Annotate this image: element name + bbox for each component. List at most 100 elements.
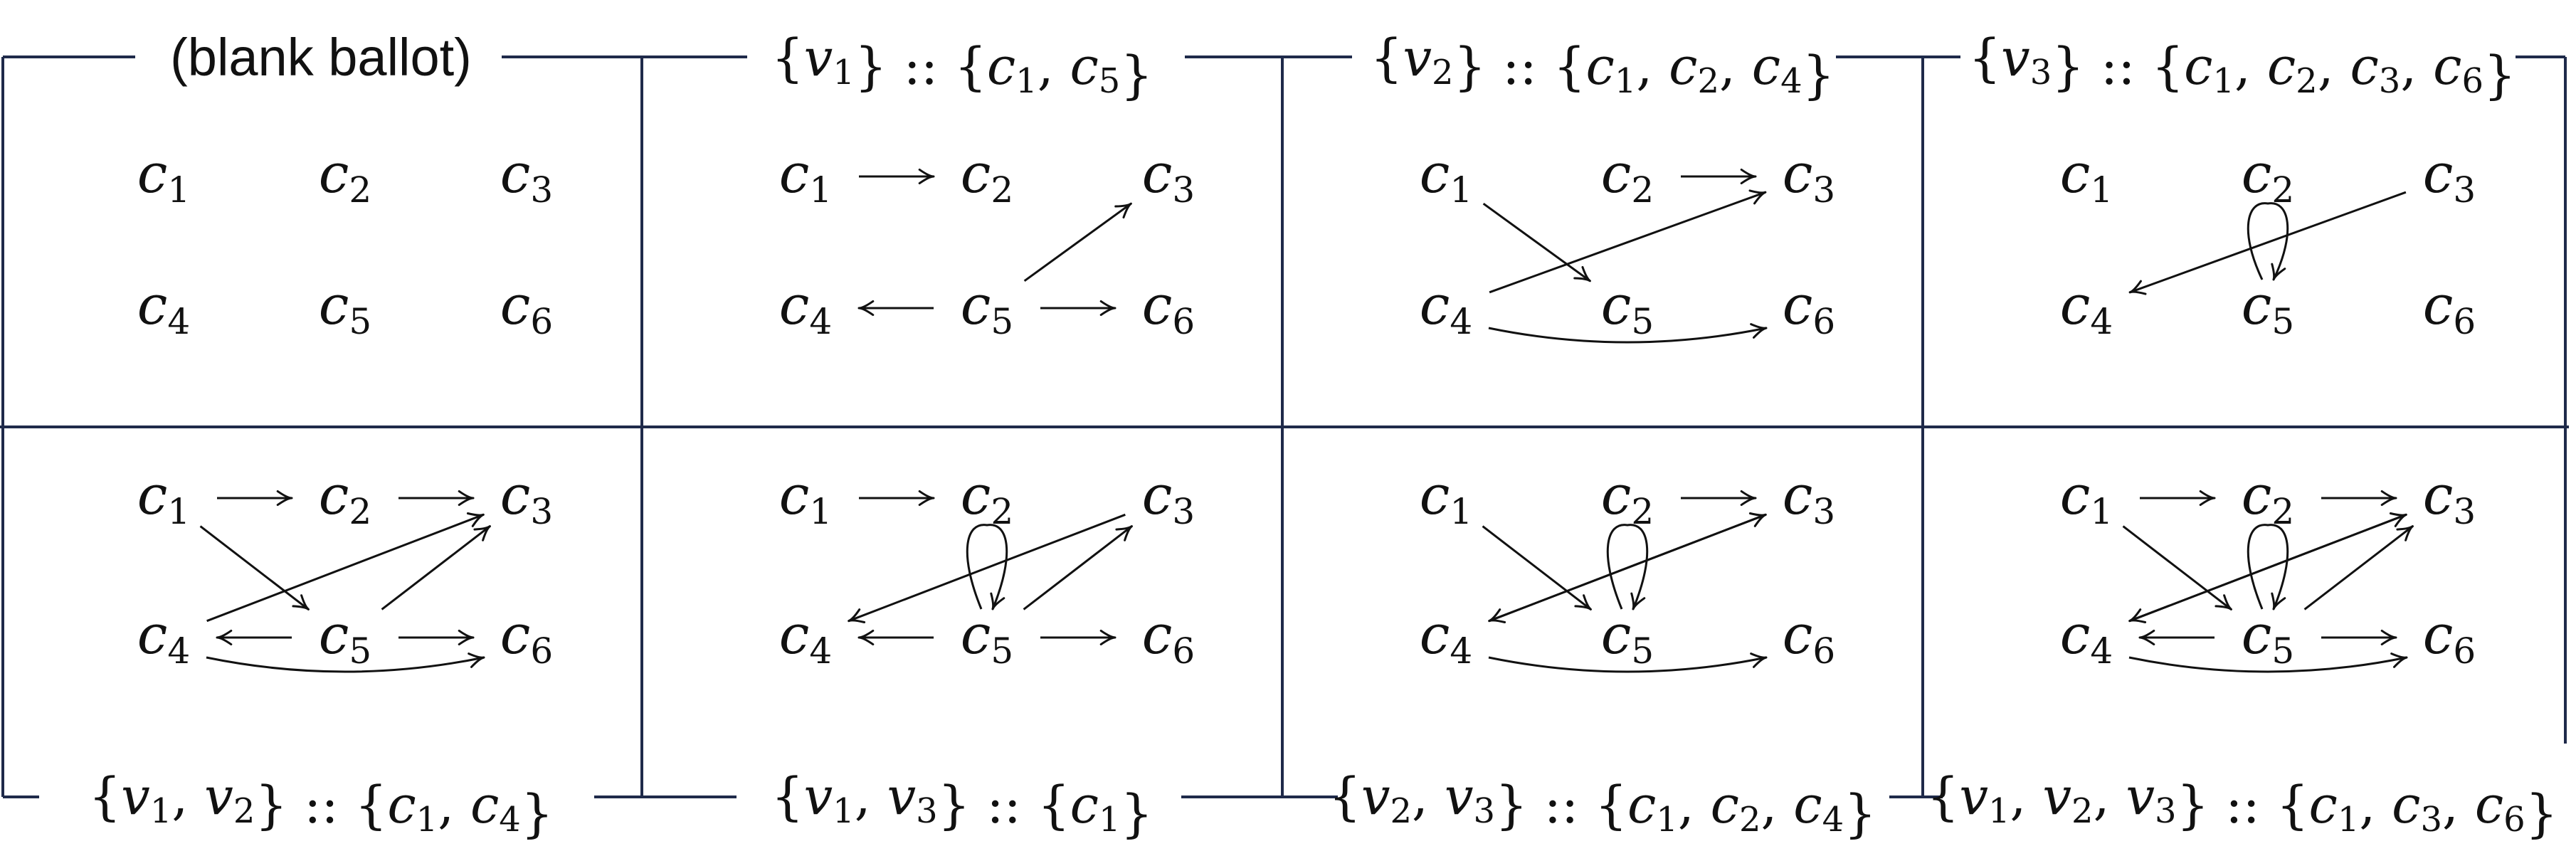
arrowhead xyxy=(2128,608,2147,624)
panel-p1: (blank ballot) c1 c2 c3 c4 c5 c6 xyxy=(137,28,553,342)
arrowhead xyxy=(1750,652,1768,668)
node-c5: c5 xyxy=(1601,603,1654,672)
panel-title: {v3} :: {c1, c2, c3, c6} xyxy=(1968,28,2516,105)
panel-title: {v2, v3} :: {c1, c2, c4} xyxy=(1329,766,1876,843)
node-c5: c5 xyxy=(319,273,371,342)
arrowhead xyxy=(2215,594,2232,610)
arrowhead xyxy=(1115,525,1133,541)
arrowhead xyxy=(1114,202,1132,219)
arrowhead xyxy=(1574,594,1592,610)
node-c4: c4 xyxy=(137,603,190,672)
node-c1: c1 xyxy=(137,142,190,211)
arrowhead xyxy=(276,490,293,507)
edge-c5-c3 xyxy=(1023,525,1133,610)
arrowhead xyxy=(1099,300,1117,317)
panel-title: (blank ballot) xyxy=(170,28,472,87)
arrowhead xyxy=(458,629,475,646)
node-c3: c3 xyxy=(1142,463,1195,532)
node-c1: c1 xyxy=(779,142,832,211)
node-c3: c3 xyxy=(1783,463,1835,532)
arrowhead xyxy=(857,629,875,646)
arrowhead xyxy=(2380,629,2397,646)
node-c6: c6 xyxy=(2423,603,2476,672)
arrowhead xyxy=(848,608,866,624)
node-c4: c4 xyxy=(137,273,190,342)
node-c1: c1 xyxy=(137,463,190,532)
arrowhead xyxy=(1750,323,1768,339)
edge-c4-c6-curve xyxy=(1488,656,1767,673)
node-c6: c6 xyxy=(1142,273,1195,342)
node-c2: c2 xyxy=(1601,463,1654,532)
edge-c1-c5 xyxy=(2122,525,2232,610)
arrowhead xyxy=(216,629,233,646)
edge-c4-c3 xyxy=(206,513,484,623)
arrowhead xyxy=(1573,265,1591,282)
edge-c2-c5-loop xyxy=(2247,202,2289,280)
arrowhead xyxy=(2138,629,2155,646)
edge-c2-c5-loop xyxy=(1606,524,1649,610)
edge-c5-c3 xyxy=(381,525,491,610)
edge-c4-c6-curve xyxy=(2128,656,2407,673)
panel-title: {v1, v3} :: {c1} xyxy=(771,766,1154,843)
node-c1: c1 xyxy=(2060,463,2113,532)
arrowhead xyxy=(2396,525,2414,541)
arrowhead xyxy=(2271,263,2286,281)
node-c2: c2 xyxy=(961,463,1013,532)
edge-c1-c5 xyxy=(1482,525,1592,610)
node-c3: c3 xyxy=(500,142,553,211)
arrowhead xyxy=(468,652,485,668)
node-c4: c4 xyxy=(1420,603,1472,672)
arrowhead xyxy=(458,490,475,507)
node-c5: c5 xyxy=(961,273,1013,342)
edge-c2-c5-loop xyxy=(966,524,1008,610)
arrowhead xyxy=(2390,652,2408,668)
node-c6: c6 xyxy=(2423,273,2476,342)
edge-c4-c3 xyxy=(1489,191,1766,294)
arrowhead xyxy=(1099,629,1117,646)
arrowhead xyxy=(1740,490,1757,507)
node-c5: c5 xyxy=(319,603,371,672)
node-c3: c3 xyxy=(1783,142,1835,211)
node-c6: c6 xyxy=(500,603,553,672)
node-c3: c3 xyxy=(500,463,553,532)
node-c1: c1 xyxy=(1420,463,1472,532)
arrowhead xyxy=(473,525,491,541)
panel-title: {v1, v2, v3} :: {c1, c3, c6} xyxy=(1927,766,2558,843)
edge-c1-c5 xyxy=(199,525,310,610)
arrowhead xyxy=(292,594,310,610)
arrowhead xyxy=(1748,189,1767,205)
edge-c3-c4 xyxy=(1489,513,1766,623)
arrowhead xyxy=(2128,280,2147,295)
node-c5: c5 xyxy=(961,603,1013,672)
node-c2: c2 xyxy=(319,463,371,532)
arrowhead xyxy=(2199,490,2216,507)
node-c2: c2 xyxy=(1601,142,1654,211)
node-c2: c2 xyxy=(961,142,1013,211)
arrowhead xyxy=(1740,168,1757,185)
node-c4: c4 xyxy=(779,603,832,672)
panel-frames xyxy=(0,56,2569,798)
edge-c3-c4 xyxy=(848,513,1126,623)
node-c4: c4 xyxy=(1420,273,1472,342)
node-c1: c1 xyxy=(779,463,832,532)
panel-title: {v1, v2} :: {c1, c4} xyxy=(88,766,553,843)
node-c2: c2 xyxy=(319,142,371,211)
edge-c5-c3 xyxy=(1023,202,1132,282)
node-c5: c5 xyxy=(2242,273,2294,342)
node-c3: c3 xyxy=(2423,463,2476,532)
edge-c4-c6-curve xyxy=(1488,327,1767,344)
node-c6: c6 xyxy=(1783,603,1835,672)
edge-c1-c5 xyxy=(1482,202,1591,282)
edge-c2-c5-loop xyxy=(2247,524,2289,610)
arrowhead xyxy=(1488,608,1506,624)
edge-c4-c6-curve xyxy=(206,656,485,673)
arrowhead xyxy=(857,300,875,317)
arrowhead xyxy=(918,490,935,507)
node-c6: c6 xyxy=(500,273,553,342)
node-c4: c4 xyxy=(779,273,832,342)
edge-c3-c4 xyxy=(2129,191,2407,294)
